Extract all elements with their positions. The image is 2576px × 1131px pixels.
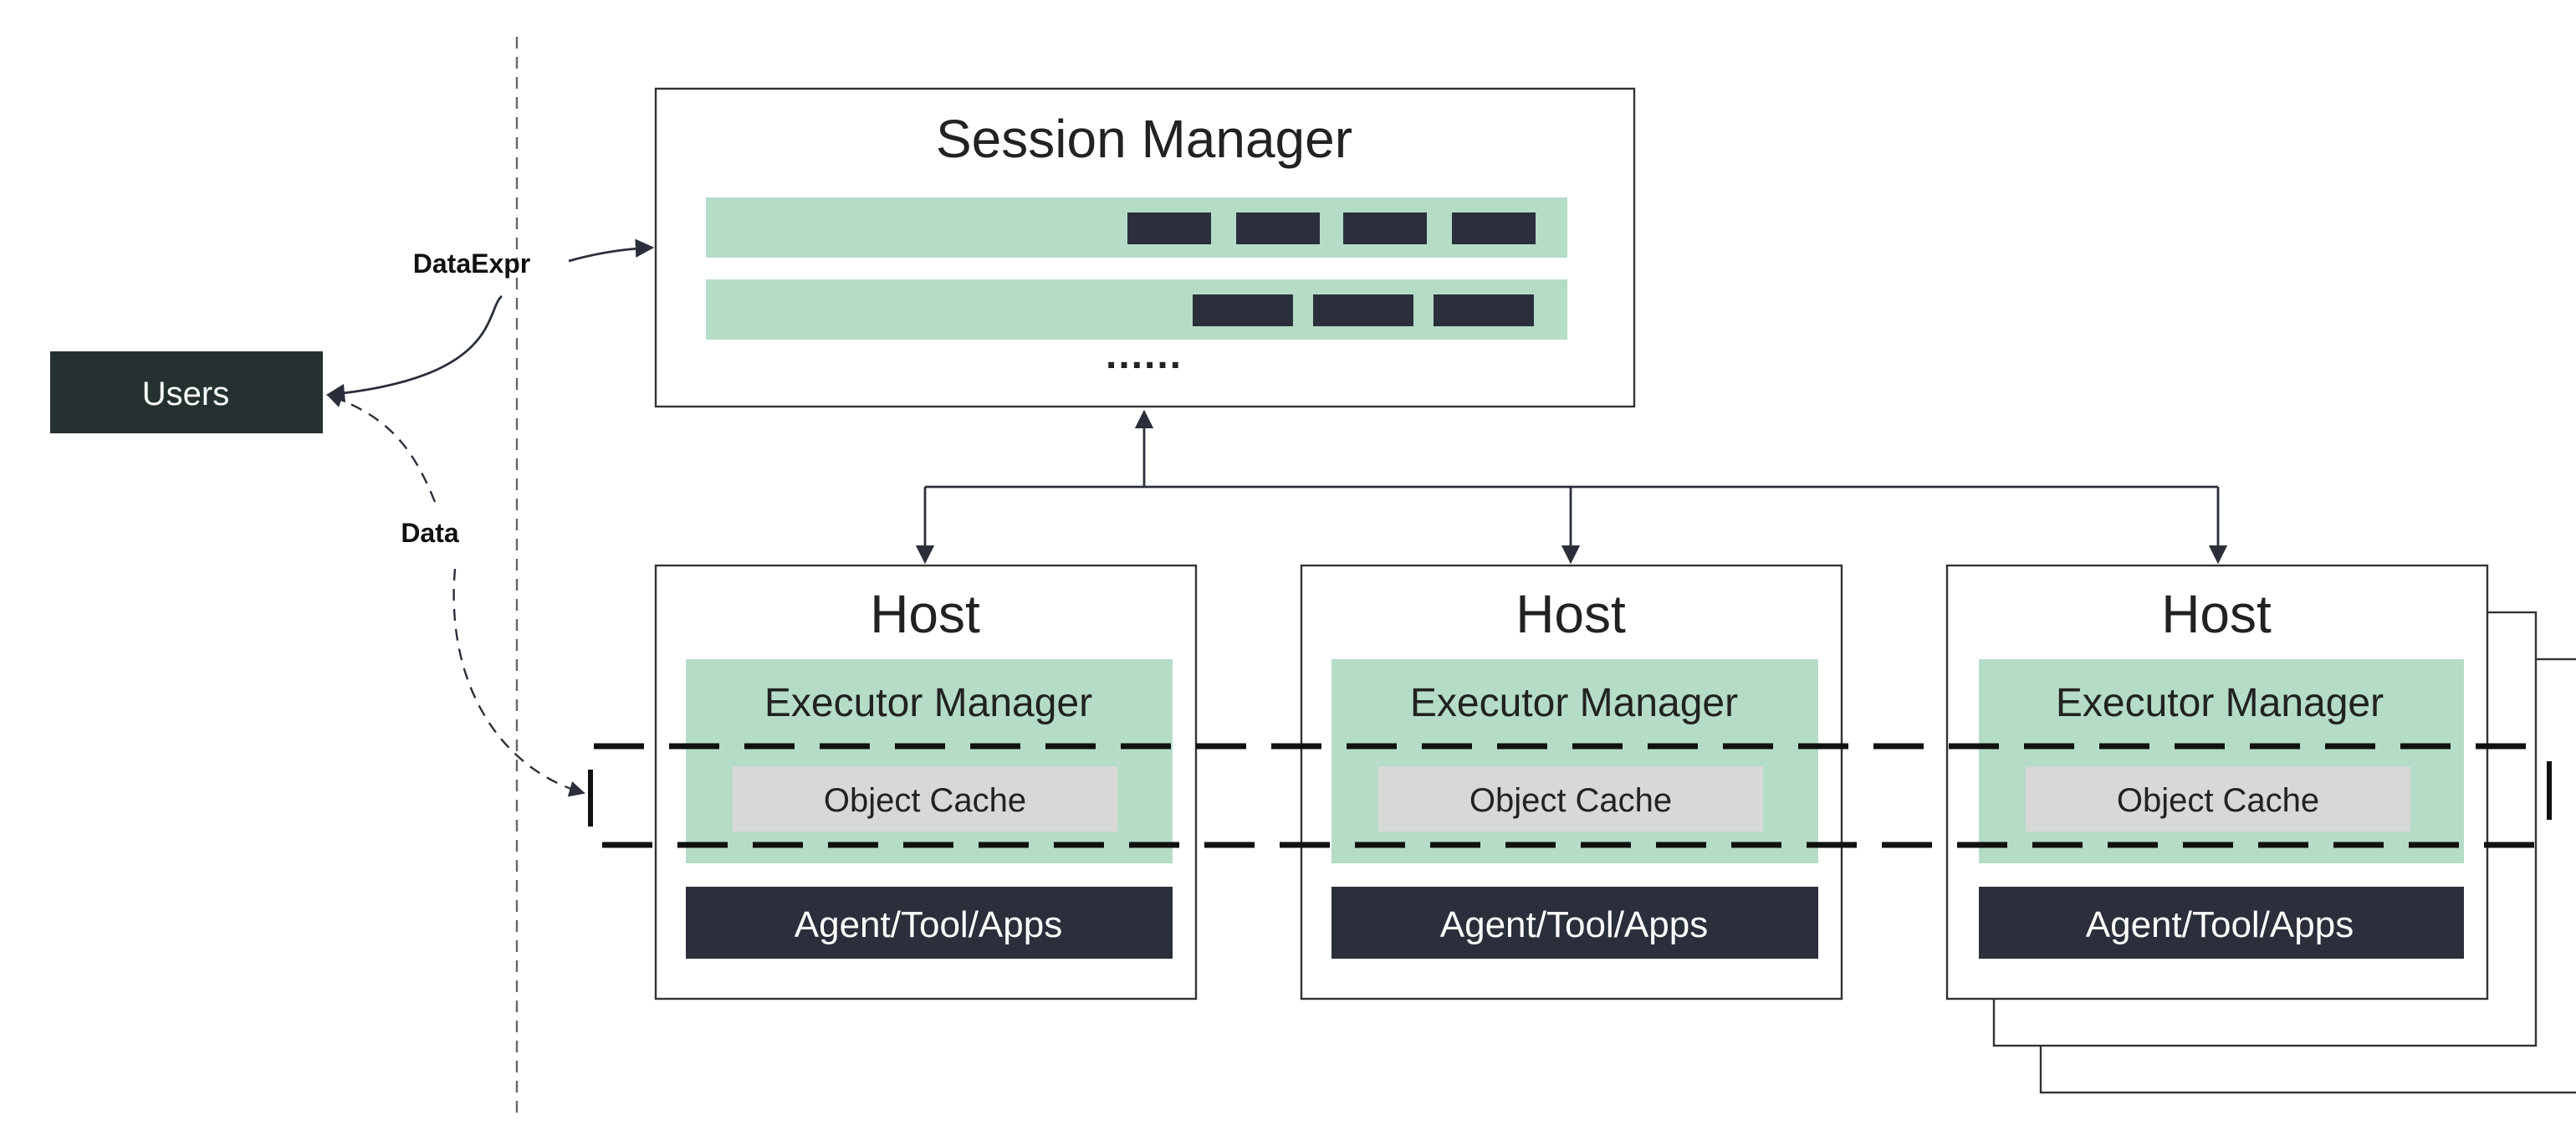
data-label: Data bbox=[401, 518, 459, 548]
host-node[interactable]: Host Executor Manager Object Cache Agent… bbox=[654, 564, 1198, 1000]
data-edge-to-cache bbox=[452, 568, 585, 797]
object-cache bbox=[733, 766, 1117, 832]
host-title: Host bbox=[870, 584, 980, 644]
shared-cache-boundary bbox=[588, 743, 2554, 848]
queue-task-block bbox=[1193, 294, 1293, 326]
object-cache bbox=[1378, 766, 1763, 832]
agent-tool-apps-label: Agent/Tool/Apps bbox=[2086, 904, 2354, 945]
agent-tool-apps bbox=[1979, 887, 2464, 959]
executor-manager-label: Executor Manager bbox=[2056, 681, 2384, 725]
object-cache-label: Object Cache bbox=[2117, 782, 2319, 819]
agent-tool-apps bbox=[1331, 887, 1818, 959]
session-queue-row bbox=[706, 279, 1567, 340]
object-cache-label: Object Cache bbox=[824, 782, 1026, 819]
executor-manager-label: Executor Manager bbox=[764, 681, 1092, 725]
host-node[interactable]: Host Executor Manager Object Cache Agent… bbox=[1945, 564, 2489, 1000]
session-more-ellipsis: ...... bbox=[1106, 333, 1183, 377]
users-label: Users bbox=[142, 376, 229, 412]
dataexpr-edge-to-users bbox=[325, 294, 503, 403]
host-connectors bbox=[915, 409, 2228, 565]
dataexpr-label: DataExpr bbox=[413, 248, 531, 279]
agent-tool-apps-label: Agent/Tool/Apps bbox=[1440, 904, 1708, 945]
queue-task-block bbox=[1452, 212, 1536, 244]
object-cache bbox=[2026, 766, 2410, 832]
host-title: Host bbox=[1515, 584, 1626, 644]
host-node[interactable]: Host Executor Manager Object Cache Agent… bbox=[1300, 564, 1843, 1000]
executor-manager-label: Executor Manager bbox=[1410, 681, 1738, 725]
data-edge-to-users bbox=[326, 392, 437, 503]
queue-task-block bbox=[1313, 294, 1413, 326]
object-cache-label: Object Cache bbox=[1469, 782, 1672, 819]
dataexpr-edge-to-session bbox=[568, 238, 655, 263]
users-node[interactable]: Users bbox=[50, 351, 323, 433]
session-manager[interactable]: Session Manager ...... bbox=[654, 87, 1636, 408]
session-manager-title: Session Manager bbox=[936, 109, 1352, 169]
host-title: Host bbox=[2161, 584, 2272, 644]
queue-task-block bbox=[1236, 212, 1320, 244]
agent-tool-apps bbox=[686, 887, 1173, 959]
queue-task-block bbox=[1434, 294, 1534, 326]
queue-task-block bbox=[1343, 212, 1427, 244]
session-queue-row bbox=[706, 197, 1567, 258]
agent-tool-apps-label: Agent/Tool/Apps bbox=[795, 904, 1062, 945]
queue-task-block bbox=[1127, 212, 1211, 244]
